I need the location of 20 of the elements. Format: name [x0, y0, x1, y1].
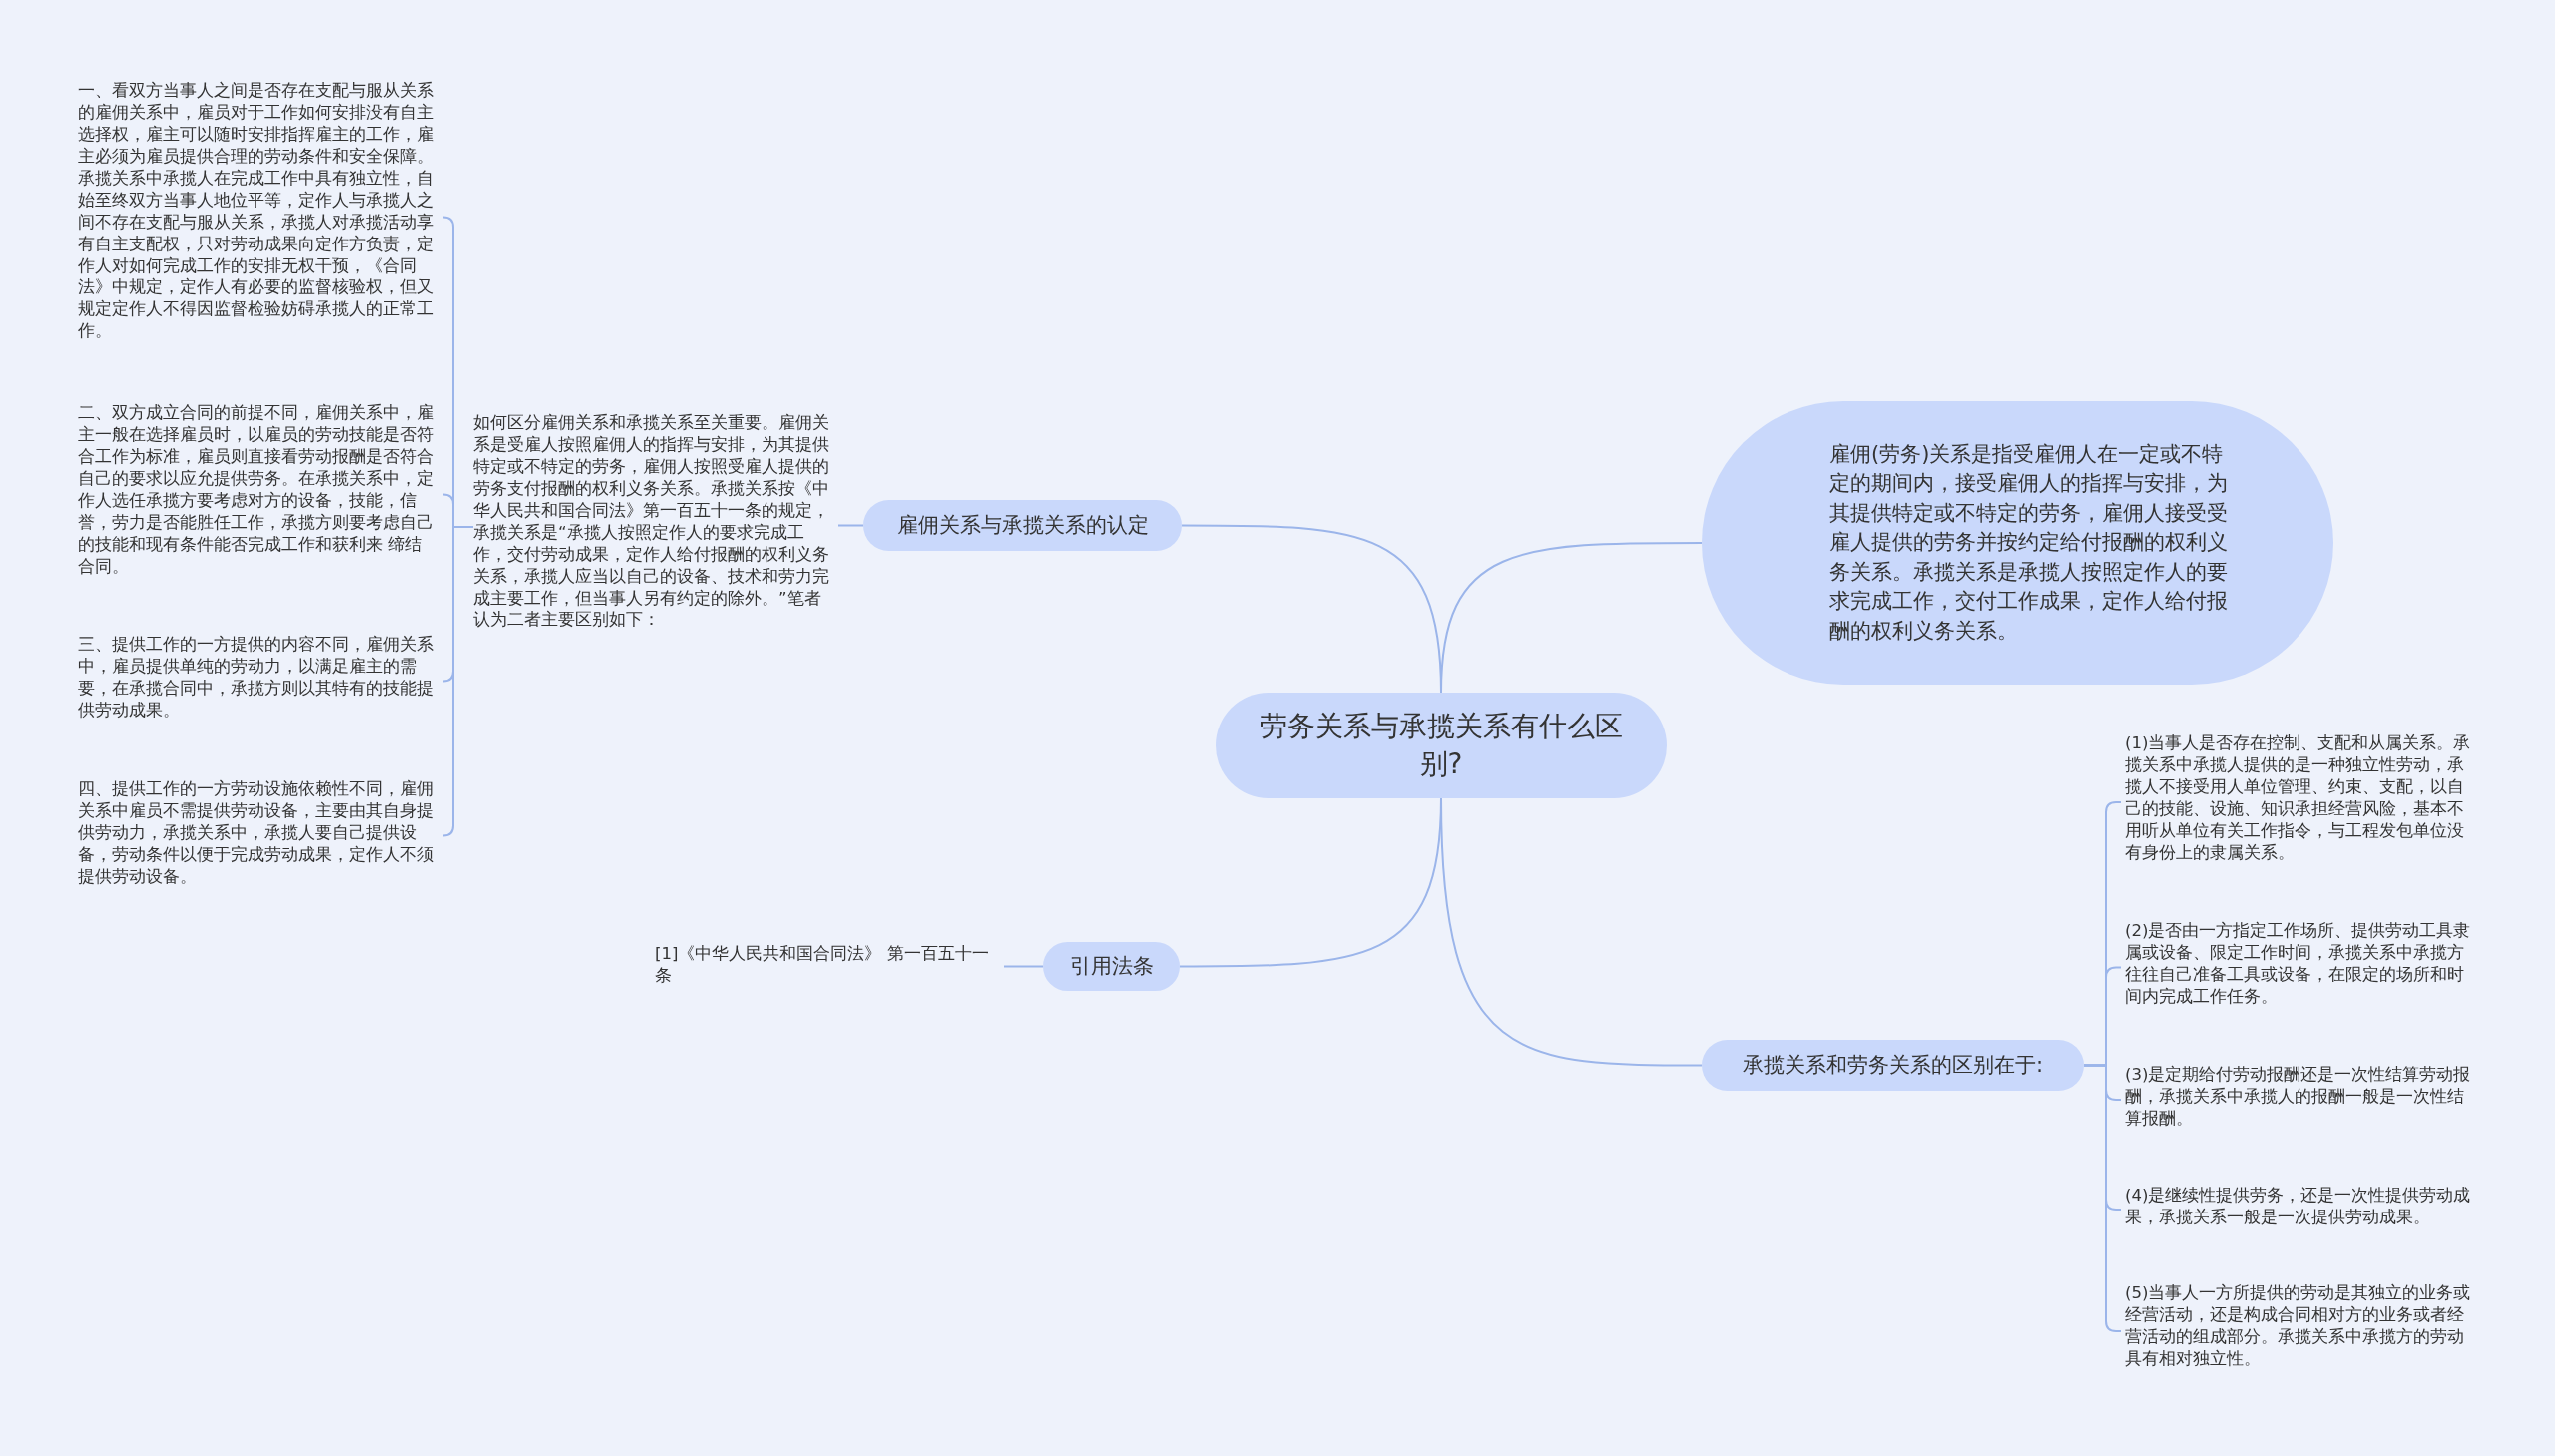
central-topic: 劳务关系与承揽关系有什么区别? [1216, 693, 1667, 798]
branch-topic: 引用法条 [1043, 942, 1180, 991]
note-text: (4)是继续性提供劳务，还是一次性提供劳动成果，承揽关系一般是一次提供劳动成果。 [2125, 1185, 2480, 1234]
connector-line [837, 524, 864, 527]
note-text: (5)当事人一方所提供的劳动是其独立的业务或经营活动，还是构成合同相对方的业务或者经营活动的组成部分。承揽关系中承揽方的劳动具有相对独立性。 [2125, 1282, 2480, 1380]
branch-topic: 雇佣关系与承揽关系的认定 [863, 500, 1182, 551]
connector-line [1003, 965, 1044, 968]
branch-topic: 承揽关系和劳务关系的区别在于: [1702, 1040, 2084, 1091]
note-text: 如何区分雇佣关系和承揽关系至关重要。雇佣关系是受雇人按照雇佣人的指挥与安排，为其提供特定或不特定的劳务，雇佣人按照受雇人提供的劳务支付报酬的权利义务关系。承揽关系按《中华人民共和国合同法》第一百五十一条的规定，承揽关系是“承揽人按照定作人的要求完成工作，交付劳动成果，定作人给付报酬的权利义务关系，承揽人应当以自己的设备、技术和劳力完成主要工作，但当事人另有约定的除外。”笔者认为二者主要区别如下： [473, 412, 834, 642]
note-text: (2)是否由一方指定工作场所、提供劳动工具隶属或设备、限定工作时间，承揽关系中承揽方往往自己准备工具或设备，在限定的场所和时间内完成工作任务。 [2125, 920, 2480, 1015]
note-text: (1)当事人是否存在控制、支配和从属关系。承揽关系中承揽人提供的是一种独立性劳动，承揽人不接受用人单位管理、约束、支配，以自己的技能、设施、知识承担经营风险，基本不用听从单位有关工作指令，与工程发包单位没有身份上的隶属关系。 [2125, 732, 2480, 872]
note-text: [1]《中华人民共和国合同法》 第一百五十一条 [655, 943, 1000, 993]
note-text: 三、提供工作的一方提供的内容不同，雇佣关系中，雇员提供单纯的劳动力，以满足雇主的需要，在承揽合同中，承揽方则以其特有的技能提供劳动成果。 [78, 634, 439, 728]
note-text: 四、提供工作的一方劳动设施依赖性不同，雇佣关系中雇员不需提供劳动设备，主要由其自身提供劳动力，承揽关系中，承揽人要自己提供设备，劳动条件以便于完成劳动成果，定作人不须提供劳动设备。 [78, 778, 439, 893]
connector-line [2083, 1064, 2122, 1332]
connector-line [442, 526, 474, 837]
note-text: 二、双方成立合同的前提不同，雇佣关系中，雇主一般在选择雇员时，以雇员的劳动技能是否符合工作为标准，雇员则直接看劳动报酬是否符合自己的要求以应允提供劳务。在承揽关系中，定作人选任承揽方要考虑对方的设备，技能，信誉，劳力是否能胜任工作，承揽方则要考虑自己的技能和现有条件能否完成工作和获利来 缔结合同。 [78, 402, 439, 587]
note-text: 一、看双方当事人之间是否存在支配与服从关系的雇佣关系中，雇员对于工作如何安排没有自主选择权，雇主可以随时安排指挥雇主的工作，雇主必须为雇员提供合理的劳动条件和安全保障。承揽关系中承揽人在完成工作中具有独立性，自始至终双方当事人地位平等，定作人与承揽人之间不存在支配与服从关系，承揽人对承揽活动享有自主支配权，只对劳动成果向定作方负责，定作人对如何完成工作的安排无权干预，《合同法》中规定，定作人有必要的监督核验权，但又规定定作人不得因监督检验妨碍承揽人的正常工作。 [78, 80, 439, 354]
topic-bubble: 雇佣(劳务)关系是指受雇佣人在一定或不特定的期间内，接受雇佣人的指挥与安排，为其提供特定或不特定的劳务，雇佣人接受受雇人提供的劳务并按约定给付报酬的权利义务关系。承揽关系是承揽人按照定作人的要求完成工作，交付工作成果，定作人给付报酬的权利义务关系。 [1702, 401, 2333, 685]
note-text: (3)是定期给付劳动报酬还是一次性结算劳动报酬，承揽关系中承揽人的报酬一般是一次性结算报酬。 [2125, 1064, 2480, 1136]
